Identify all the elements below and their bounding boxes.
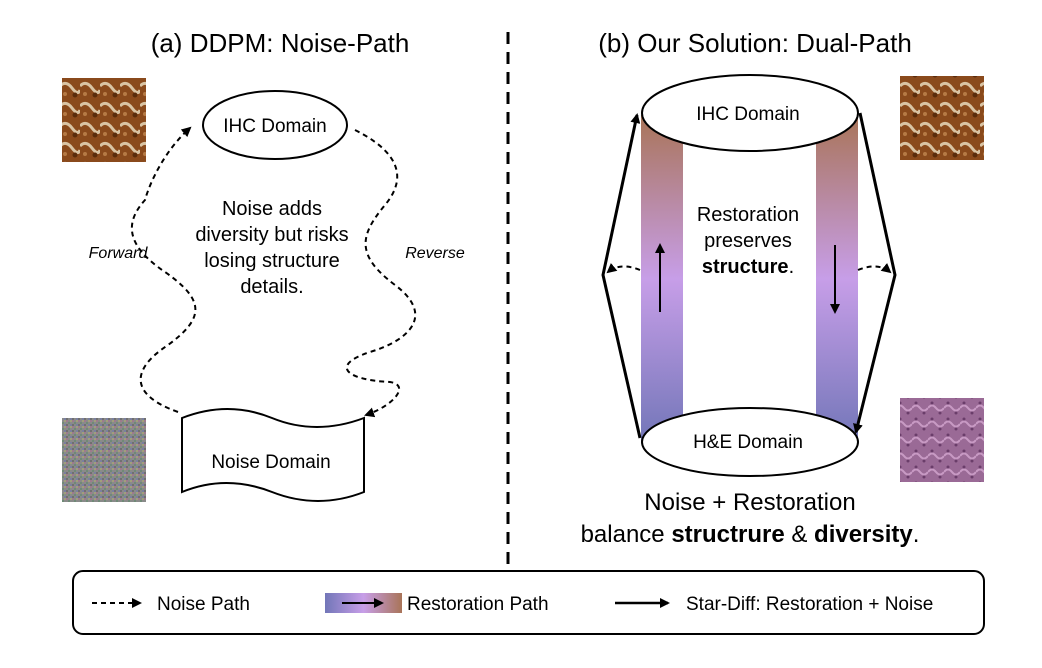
restoration-period: . <box>789 256 795 278</box>
forward-noise-path <box>131 126 197 413</box>
reverse-noise-path <box>345 129 417 418</box>
ihc-thumbnail-a <box>62 78 146 162</box>
ihc-domain-ellipse-b <box>641 74 859 152</box>
structure-bold: structure <box>702 256 789 278</box>
restoration-bar-right <box>816 115 858 443</box>
panel-a-title: (a) DDPM: Noise-Path <box>151 28 410 58</box>
reverse-label: Reverse <box>405 245 465 262</box>
ihc-domain-ellipse-a <box>202 90 348 160</box>
bottom-caption-period: . <box>913 521 920 548</box>
panel-b-title: (b) Our Solution: Dual-Path <box>598 28 912 58</box>
restoration-caption-line-1: Restoration <box>697 204 799 226</box>
restoration-bar-left <box>641 115 683 443</box>
panel-a-caption-line-2: diversity but risks <box>195 224 348 246</box>
forward-label: Forward <box>89 245 149 262</box>
noise-arrow-left <box>606 263 641 274</box>
diversity-bold: diversity <box>814 521 913 548</box>
he-domain-ellipse <box>641 407 859 477</box>
restoration-caption-line-2: preserves <box>704 230 792 252</box>
noise-domain-label: Noise Domain <box>211 452 330 473</box>
panel-a-caption-line-1: Noise adds <box>222 198 322 220</box>
he-thumbnail <box>900 398 984 482</box>
star-diff-path-left <box>601 113 642 439</box>
noise-domain-shape <box>181 408 365 502</box>
noise-thumbnail <box>62 418 146 502</box>
legend-star-diff-label: Star-Diff: Restoration + Noise <box>686 594 933 615</box>
ihc-domain-label-b: IHC Domain <box>696 104 799 125</box>
legend-noise-label: Noise Path <box>157 594 250 615</box>
bottom-caption-prefix: balance <box>581 521 672 548</box>
he-domain-label: H&E Domain <box>693 432 803 453</box>
ihc-domain-label-a: IHC Domain <box>223 116 326 137</box>
noise-arrow-right <box>857 263 892 274</box>
bottom-caption-line-2: balance structrure & diversity. <box>581 521 920 548</box>
bottom-caption-line-1: Noise + Restoration <box>644 489 855 516</box>
legend-restoration-label: Restoration Path <box>407 594 549 615</box>
restoration-caption-line-3: structure. <box>702 256 794 278</box>
star-diff-path-right <box>853 112 897 434</box>
panel-a-caption-line-3: losing structure <box>204 250 340 272</box>
legend-box <box>72 570 985 635</box>
structrure-bold: structrure <box>671 521 784 548</box>
panel-a-caption-line-4: details. <box>240 276 303 298</box>
bottom-caption-mid: & <box>785 521 814 548</box>
ihc-thumbnail-b <box>900 76 984 160</box>
